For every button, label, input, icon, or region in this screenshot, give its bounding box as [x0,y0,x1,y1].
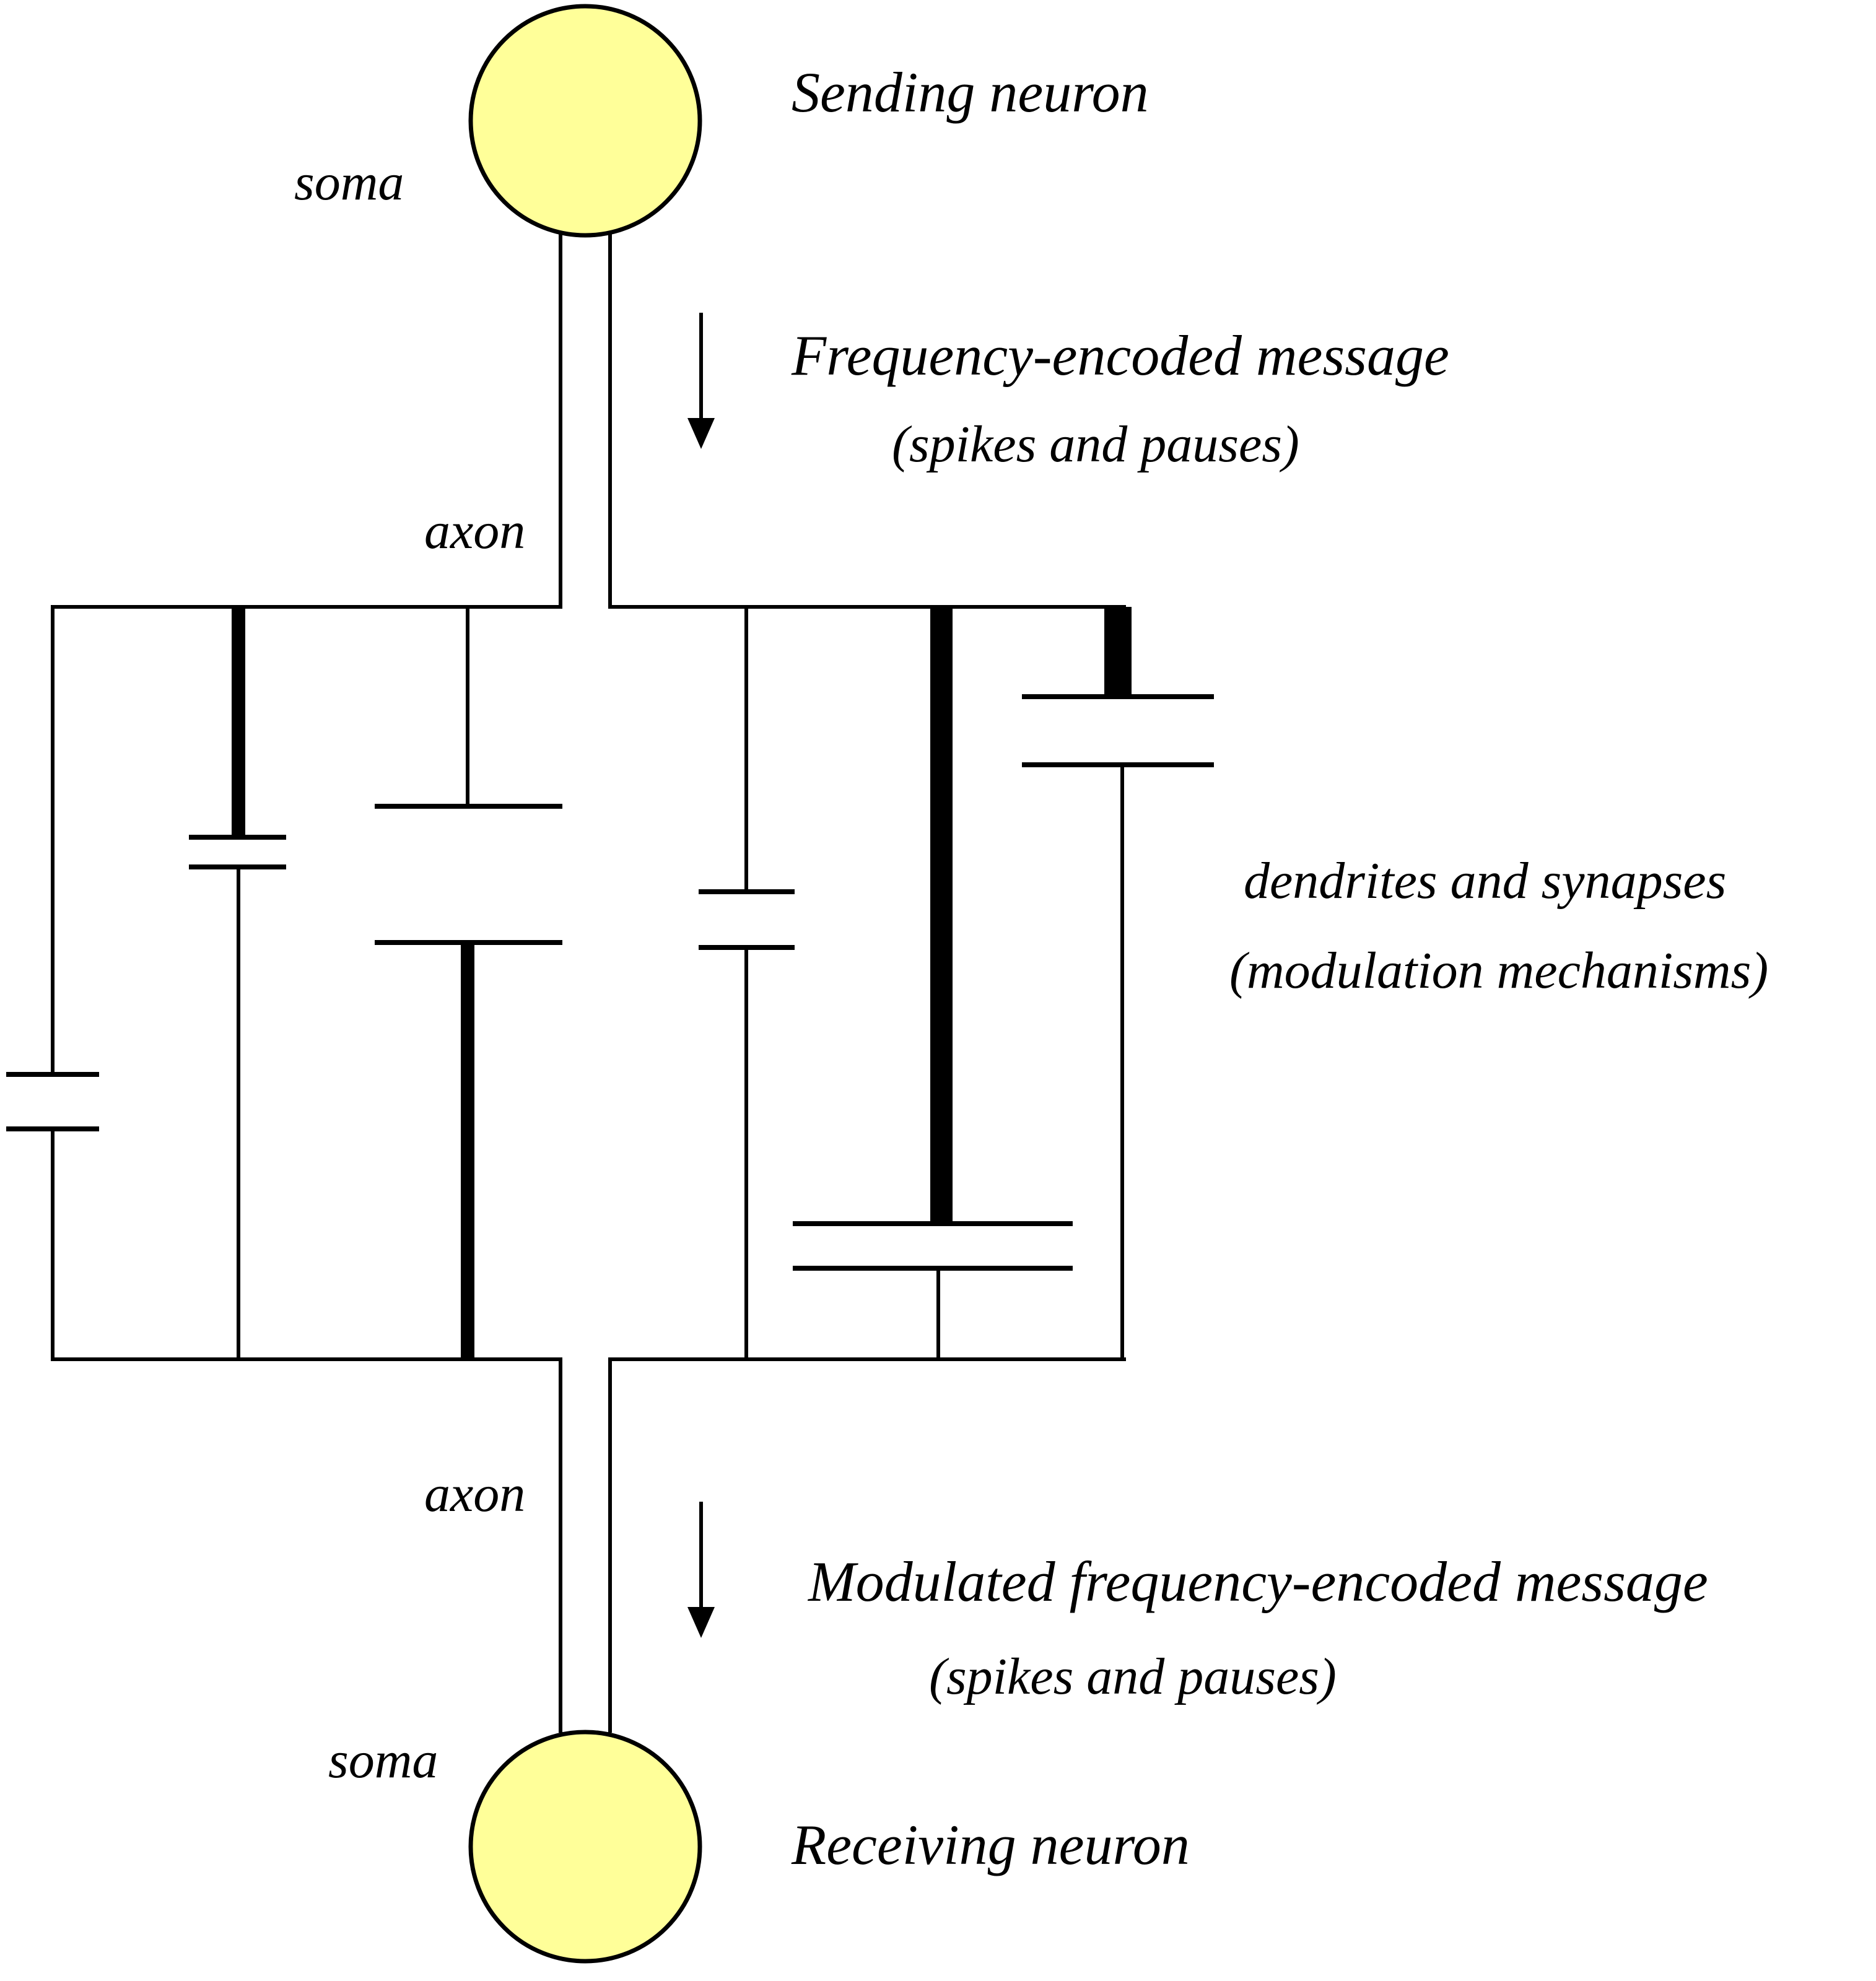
label-modulated-message: Modulated frequency-encoded message [807,1550,1708,1613]
label-axon-bottom: axon [424,1465,525,1523]
label-sending-neuron: Sending neuron [792,61,1149,124]
label-dendrites-synapses: dendrites and synapses [1244,852,1726,910]
dendrite-1 [6,605,99,1361]
label-frequency-message: Frequency-encoded message [791,324,1449,387]
label-spikes-pauses-top: (spikes and pauses) [892,416,1299,473]
label-soma-bottom: soma [328,1731,438,1789]
dendrite-3 [375,605,562,1359]
label-modulation-mechanisms: (modulation mechanisms) [1229,942,1768,999]
dendrite-5 [793,607,1073,1361]
label-axon-top: axon [424,502,525,560]
dendrite-6 [1022,607,1214,1361]
dendrite-4 [699,605,795,1361]
label-soma-top: soma [294,154,404,211]
label-receiving-neuron: Receiving neuron [791,1813,1190,1876]
down-arrow-top [687,313,715,449]
down-arrow-bottom [687,1502,715,1638]
label-spikes-pauses-bottom: (spikes and pauses) [929,1648,1337,1705]
dendrite-2 [189,607,286,1361]
sending-soma [468,4,702,238]
receiving-soma [468,1730,702,1964]
